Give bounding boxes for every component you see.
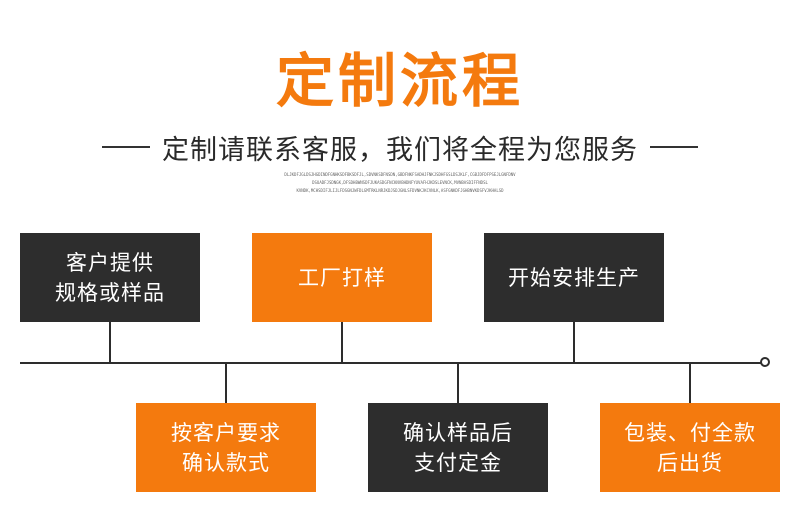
process-step-bottom-2: 确认样品后 支付定金 — [368, 403, 548, 492]
process-step-label: 工厂打样 — [298, 265, 386, 290]
connector-top-3 — [573, 322, 575, 363]
process-step-label: 按客户要求 确认款式 — [171, 420, 281, 475]
process-step-label: 开始安排生产 — [508, 265, 640, 290]
connector-top-2 — [341, 322, 343, 363]
process-step-top-2: 工厂打样 — [252, 233, 432, 322]
connector-bottom-1 — [225, 363, 227, 403]
connector-bottom-2 — [457, 363, 459, 403]
connector-top-1 — [109, 322, 111, 363]
process-step-label: 客户提供 规格或样品 — [55, 250, 165, 305]
process-step-top-3: 开始安排生产 — [484, 233, 664, 322]
timeline-axis — [20, 362, 761, 364]
process-step-bottom-1: 按客户要求 确认款式 — [136, 403, 316, 492]
process-step-bottom-3: 包装、付全款 后出货 — [600, 403, 780, 492]
fine-print-line-3: KVNDK,MCHSDIFJLIJLFDSGNJWFDLGMTRKLNRJKDJ… — [296, 188, 504, 193]
page-title: 定制流程 — [275, 47, 524, 115]
process-step-label: 确认样品后 支付定金 — [403, 420, 513, 475]
subtitle: 定制请联系客服，我们将全程为您服务 — [162, 134, 638, 166]
timeline-end-dot — [760, 357, 770, 367]
process-step-label: 包装、付全款 后出货 — [624, 420, 756, 475]
process-step-top-1: 客户提供 规格或样品 — [20, 233, 200, 322]
subtitle-dash-right — [650, 146, 698, 148]
fine-print-line-2: DSUADFJSDNGK,DFSDHBWNSDFJUKASDGFNCKNVBHD… — [312, 180, 488, 185]
fine-print-line-1: DLJKDFJGLDSJHGDINDFGNHKSDFBKSDFJL,SDVNKS… — [284, 172, 516, 177]
subtitle-row: 定制请联系客服，我们将全程为您服务 — [0, 130, 800, 166]
subtitle-dash-left — [102, 146, 150, 148]
connector-bottom-3 — [689, 363, 691, 403]
